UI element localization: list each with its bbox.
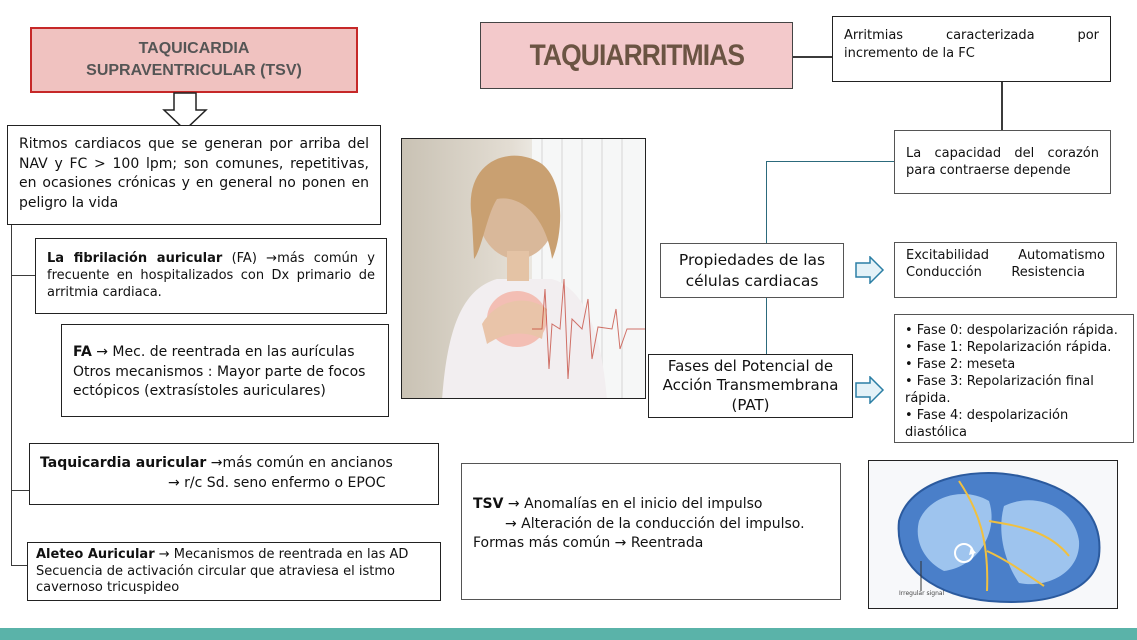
prop-conduccion: Conducción [906,265,982,280]
connector-taq [11,490,30,491]
fases-list: • Fase 0: despolarización rápida. • Fase… [894,314,1134,443]
fase-2: • Fase 2: meseta [905,357,1016,372]
fases-title: Fases del Potencial de Acción Transmembr… [662,356,839,414]
connector-capacidad-v [766,161,767,243]
capacidad-box: La capacidad del corazón para contraerse… [894,130,1111,194]
fa-mech-line2: Otros mecanismos : Mayor parte de focos … [73,363,366,400]
patient-photo [401,138,646,399]
tsv-mechanism-bold: TSV [473,496,504,512]
fa-mech-line1: → Mec. de reentrada en las aurículas [91,344,355,360]
down-arrow-icon [162,92,208,132]
main-title-text: TAQUIARRITMIAS [529,38,744,72]
taq-auricular-line1: →más común en ancianos [206,455,393,471]
heart-illustration [897,472,1101,603]
fa-box-bold: La fibrilación auricular [47,251,223,266]
tsv-definition-text: Ritmos cardiacos que se generan por arri… [19,136,369,211]
aleteo-box: Aleteo Auricular → Mecanismos de reentra… [27,542,441,601]
tsv-mechanism-line3: Formas más común → Reentrada [473,535,704,551]
aleteo-bold: Aleteo Auricular [36,547,155,562]
right-arrow-icon-1 [855,256,885,284]
connector-fa [11,275,36,276]
aleteo-line1: → Mecanismos de reentrada en las AD [154,547,409,562]
prop-resistencia: Resistencia [1011,265,1085,280]
tsv-mechanism-line2: → Alteración de la conducción del impuls… [505,515,805,532]
fa-mech-bold: FA [73,344,92,360]
main-title: TAQUIARRITMIAS [480,22,793,89]
prop-automatismo: Automatismo [1018,248,1105,263]
taq-auricular-bold: Taquicardia auricular [40,455,207,471]
tsv-mechanism-box: TSV → Anomalías en el inicio del impulso… [461,463,841,600]
fase-4: • Fase 4: despolarización diastólica [905,408,1069,440]
taq-auricular-box: Taquicardia auricular →más común en anci… [29,443,439,505]
connector-aleteo [11,565,28,566]
propiedades-title: Propiedades de las células cardiacas [678,250,826,290]
fase-3: • Fase 3: Repolarización final rápida. [905,374,1094,406]
arrhythmia-definition: Arritmias caracterizada por incremento d… [832,16,1111,82]
fa-box: La fibrilación auricular (FA) →más común… [35,238,387,314]
fase-1: • Fase 1: Repolarización rápida. [905,340,1112,355]
heart-caption: Irregular signal [899,590,945,597]
propiedades-box: Propiedades de las células cardiacas [660,243,844,298]
prop-excitabilidad: Excitabilidad [906,248,990,263]
fa-box-text: (FA) →más común y frecuente en hospitali… [47,251,375,300]
aleteo-line2: Secuencia de activación circular que atr… [36,563,395,596]
connector-props-fases [766,297,767,354]
arrhythmia-definition-text: Arritmias caracterizada por incremento d… [844,28,1099,61]
propiedades-items: Excitabilidad Automatismo Conducción Res… [894,242,1117,298]
fase-0: • Fase 0: despolarización rápida. [905,323,1118,338]
fases-box: Fases del Potencial de Acción Transmembr… [648,354,853,418]
tsv-definition: Ritmos cardiacos que se generan por arri… [7,125,381,225]
footer-bar [0,628,1137,640]
tsv-mechanism-line1: → Anomalías en el inicio del impulso [503,496,763,512]
patient-illustration [442,139,645,398]
heart-image: Irregular signal [868,460,1118,609]
connector-capacidad-h [766,161,895,162]
fa-mech-box: FA → Mec. de reentrada en las aurículas … [61,324,389,417]
tsv-header: TAQUICARDIA SUPRAVENTRICULAR (TSV) [30,27,358,93]
taq-auricular-line2: → r/c Sd. seno enfermo o EPOC [168,474,386,491]
tsv-header-title: TAQUICARDIA SUPRAVENTRICULAR (TSV) [86,40,302,79]
connector-title-def [793,56,833,58]
connector-def-capacidad [1001,81,1003,130]
capacidad-text: La capacidad del corazón para contraerse… [906,146,1099,178]
right-arrow-icon-2 [855,376,885,404]
left-trunk-line [11,210,12,566]
